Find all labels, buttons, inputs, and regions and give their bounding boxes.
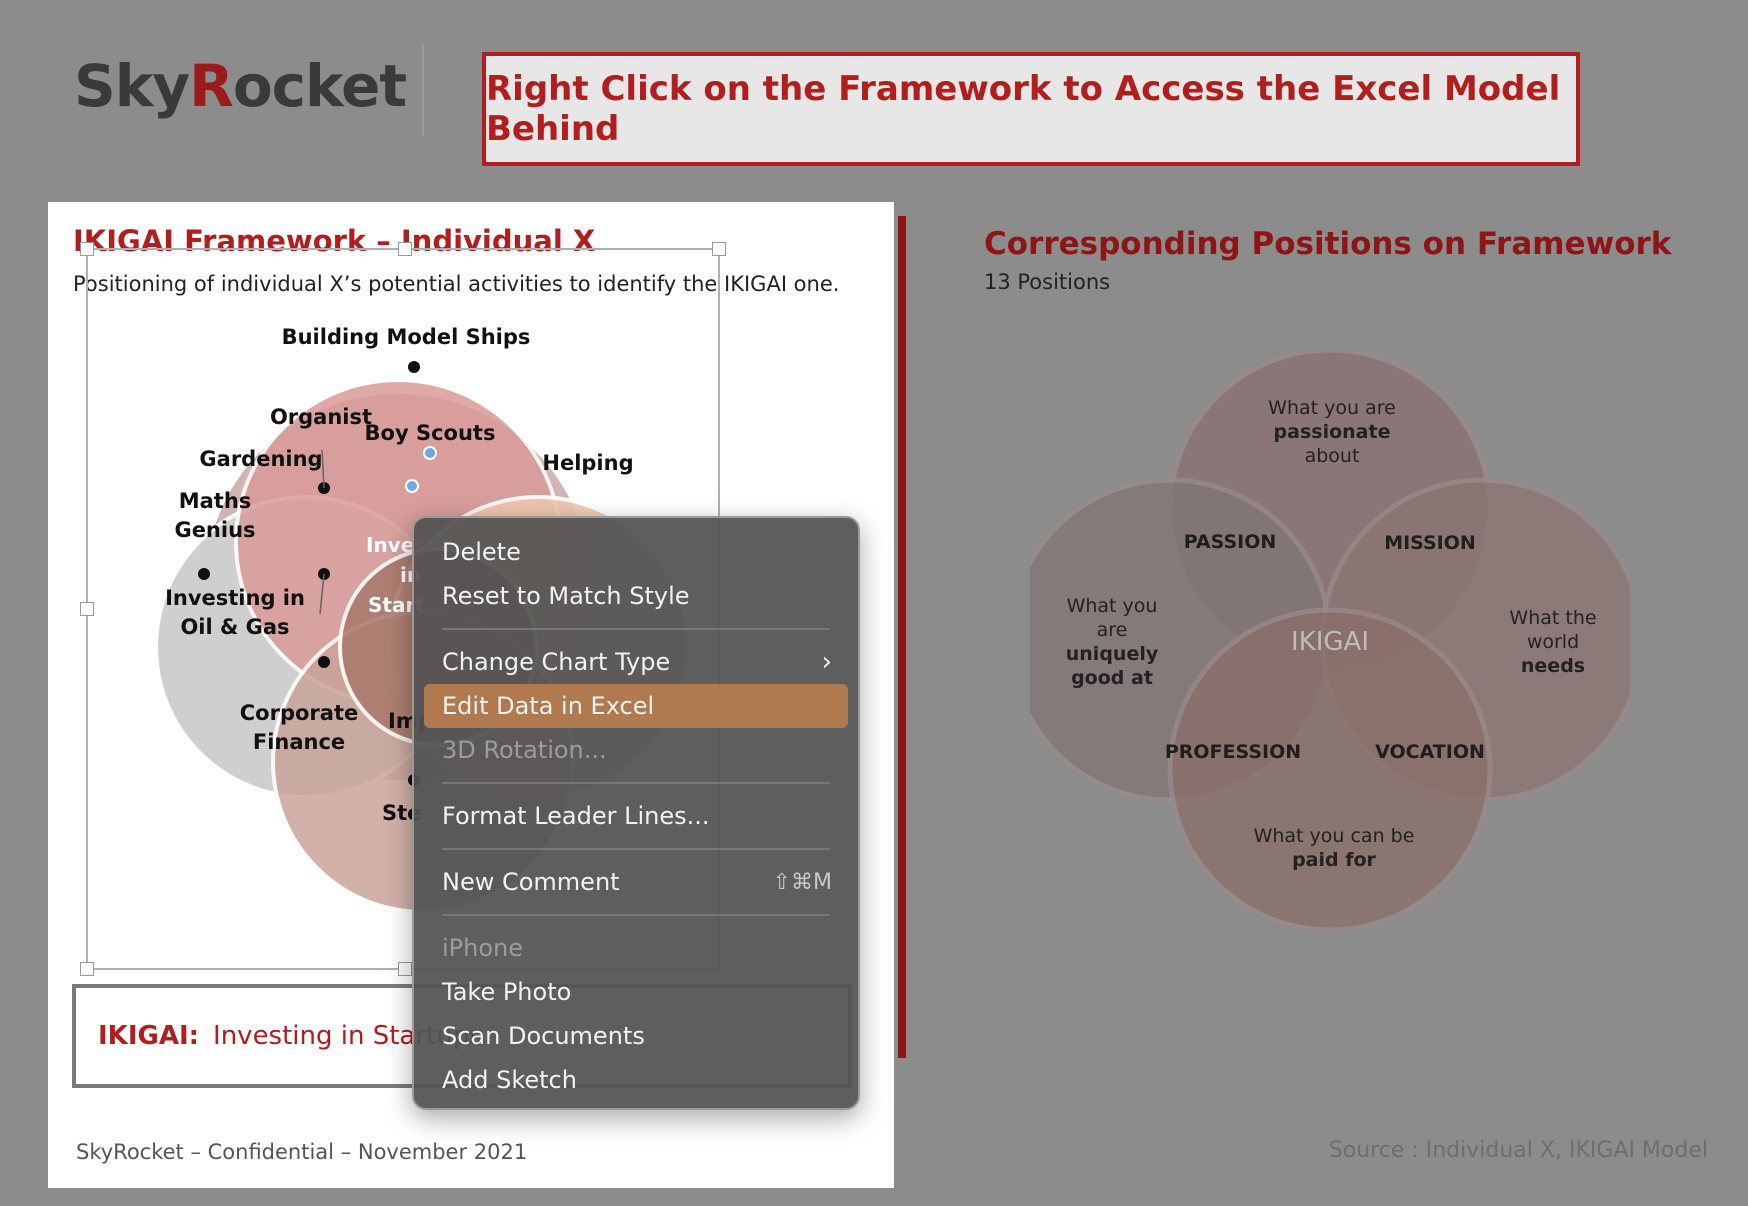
- menu-item-take-photo[interactable]: Take Photo: [414, 970, 858, 1014]
- menu-label: Change Chart Type: [442, 648, 671, 676]
- menu-label: Format Leader Lines...: [442, 802, 710, 830]
- menu-label: iPhone: [442, 934, 524, 962]
- diagram-vocation: VOCATION: [1375, 741, 1485, 763]
- dot-building[interactable]: [408, 361, 420, 373]
- context-menu[interactable]: Delete Reset to Match Style Change Chart…: [412, 516, 860, 1110]
- menu-separator: [442, 914, 830, 916]
- diagram-left-2: are: [1097, 619, 1128, 641]
- label-gardening: Gardening: [199, 447, 322, 471]
- menu-item-3d-rotation: 3D Rotation...: [414, 728, 858, 772]
- source-note: Source : Individual X, IKIGAI Model: [1328, 1138, 1708, 1163]
- menu-label: Edit Data in Excel: [442, 692, 655, 720]
- banner-text: Right Click on the Framework to Access t…: [486, 69, 1561, 149]
- diagram-passion: PASSION: [1184, 531, 1277, 553]
- menu-separator: [442, 628, 830, 630]
- label-invest-2: Oil & Gas: [180, 615, 289, 639]
- diagram-profession: PROFESSION: [1165, 741, 1301, 763]
- diagram-left-4: good at: [1071, 667, 1153, 689]
- menu-item-scan-documents[interactable]: Scan Documents: [414, 1014, 858, 1058]
- diagram-mission: MISSION: [1384, 532, 1476, 554]
- menu-item-format-leader-lines[interactable]: Format Leader Lines...: [414, 794, 858, 838]
- diagram-left-3: uniquely: [1066, 643, 1159, 665]
- slide-footer: SkyRocket – Confidential – November 2021: [76, 1140, 528, 1164]
- menu-label: New Comment: [442, 868, 620, 896]
- result-label: IKIGAI:: [98, 1021, 200, 1051]
- logo-r: R: [189, 52, 234, 120]
- divider-bar: [898, 216, 906, 1058]
- logo-prefix: Sky: [74, 52, 190, 120]
- right-subtitle: 13 Positions: [984, 270, 1111, 294]
- menu-label: Scan Documents: [442, 1022, 645, 1050]
- diagram-right-3: needs: [1521, 655, 1585, 677]
- dot-corporate[interactable]: [318, 656, 330, 668]
- label-maths-2: Genius: [174, 518, 255, 542]
- diagram-bottom-2: paid for: [1292, 849, 1376, 871]
- label-corp-1: Corporate: [240, 701, 358, 725]
- menu-separator: [442, 782, 830, 784]
- menu-label: Delete: [442, 538, 521, 566]
- slide-title: IKIGAI Framework – Individual X: [73, 224, 596, 258]
- menu-separator: [442, 848, 830, 850]
- label-helping: Helping: [542, 451, 633, 475]
- menu-item-new-comment[interactable]: New Comment ⇧⌘M: [414, 860, 858, 904]
- chevron-right-icon: ›: [821, 647, 832, 677]
- label-corp-2: Finance: [253, 730, 345, 754]
- menu-shortcut: ⇧⌘M: [772, 869, 832, 895]
- diagram-right-1: What the: [1509, 607, 1596, 629]
- diagram-center: IKIGAI: [1291, 627, 1369, 657]
- dot-maths[interactable]: [198, 568, 210, 580]
- diagram-top-2: passionate: [1274, 421, 1391, 443]
- menu-item-edit-data-excel[interactable]: Edit Data in Excel: [424, 684, 848, 728]
- menu-label: 3D Rotation...: [442, 736, 607, 764]
- menu-item-reset-style[interactable]: Reset to Match Style: [414, 574, 858, 618]
- diagram-bottom-1: What you can be: [1254, 825, 1415, 847]
- label-organist: Organist: [270, 405, 372, 429]
- right-title: Corresponding Positions on Framework: [984, 226, 1672, 262]
- ikigai-reference-diagram: What you are passionate about What you a…: [1030, 350, 1630, 930]
- menu-label: Add Sketch: [442, 1066, 577, 1094]
- logo-divider: [422, 44, 424, 136]
- instruction-banner: Right Click on the Framework to Access t…: [482, 52, 1580, 166]
- menu-label: Reset to Match Style: [442, 582, 690, 610]
- menu-item-change-chart-type[interactable]: Change Chart Type ›: [414, 640, 858, 684]
- menu-label: Take Photo: [442, 978, 572, 1006]
- skyrocket-logo: SkyRocket: [74, 52, 407, 120]
- logo-suffix: ocket: [232, 52, 407, 120]
- slide-subtitle: Positioning of individual X’s potential …: [73, 272, 840, 296]
- label-building: Building Model Ships: [282, 325, 531, 349]
- label-invest-1: Investing in: [165, 586, 305, 610]
- label-maths-1: Maths: [179, 489, 252, 513]
- diagram-top-1: What you are: [1268, 397, 1396, 419]
- diagram-right-2: world: [1527, 631, 1579, 653]
- selection-point-2[interactable]: [405, 479, 419, 493]
- selection-point[interactable]: [423, 446, 437, 460]
- menu-item-delete[interactable]: Delete: [414, 530, 858, 574]
- menu-item-add-sketch[interactable]: Add Sketch: [414, 1058, 858, 1102]
- diagram-top-3: about: [1305, 445, 1360, 467]
- menu-section-iphone: iPhone: [414, 926, 858, 970]
- diagram-left-1: What you: [1067, 595, 1158, 617]
- label-boyscouts: Boy Scouts: [365, 421, 496, 445]
